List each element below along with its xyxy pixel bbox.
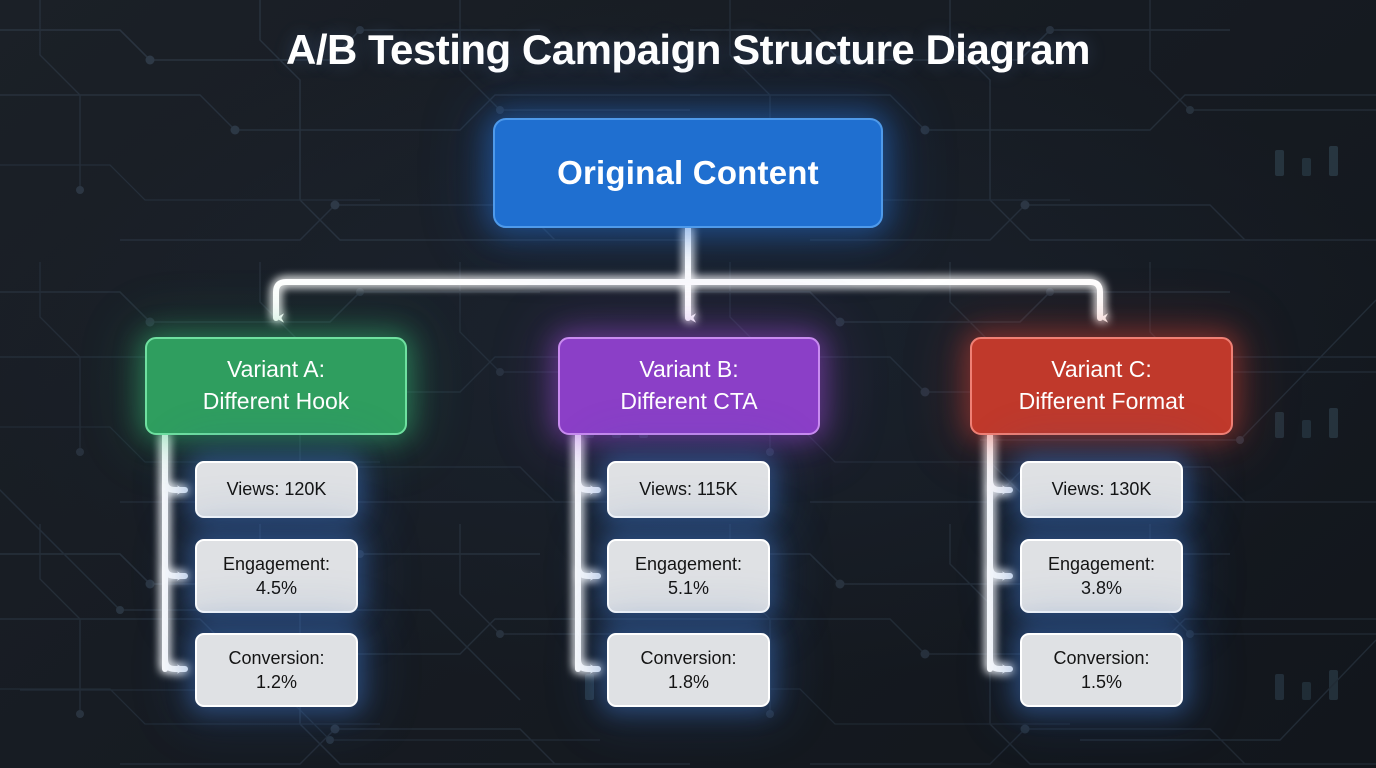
connector-elbow-c3 [987, 656, 1013, 674]
metric-c-conversion-line-1: Conversion: [1053, 647, 1150, 668]
metric-box-b-engagement[interactable]: Engagement: 5.1% [607, 539, 770, 613]
connector-elbow-a1 [162, 477, 188, 495]
metric-a-engagement-text: Engagement: 4.5% [223, 552, 330, 601]
metric-box-b-views[interactable]: Views: 115K [607, 461, 770, 518]
node-variant-c[interactable]: Variant C: Different Format [970, 337, 1233, 435]
variant-a-label-line-2: Different Hook [202, 388, 350, 414]
variant-c-label-line-1: Variant C: [1051, 356, 1152, 383]
metric-b-views-line-1: Views: 115K [639, 479, 738, 500]
metric-c-conversion-text: Conversion: 1.5% [1053, 646, 1149, 695]
metric-b-views-text: Views: 115K [639, 477, 737, 501]
connector-elbow-c1 [987, 477, 1013, 495]
metric-box-a-conversion[interactable]: Conversion: 1.2% [195, 633, 358, 707]
metric-a-engagement-line-2: 4.5% [255, 578, 297, 598]
metric-c-views-line-1: Views: 130K [1051, 479, 1152, 500]
metric-c-engagement-line-1: Engagement: [1047, 553, 1156, 574]
variant-b-label-line-1: Variant B: [639, 356, 739, 383]
metric-box-a-engagement[interactable]: Engagement: 4.5% [195, 539, 358, 613]
metric-a-views-text: Views: 120K [227, 477, 327, 501]
metric-box-b-conversion[interactable]: Conversion: 1.8% [607, 633, 770, 707]
metric-b-engagement-line-1: Engagement: [634, 553, 743, 574]
metric-a-views-line-1: Views: 120K [226, 479, 327, 500]
metric-b-conversion-line-2: 1.8% [667, 672, 709, 692]
metric-b-conversion-text: Conversion: 1.8% [640, 646, 736, 695]
node-variant-a[interactable]: Variant A: Different Hook [145, 337, 407, 435]
variant-a-label: Variant A: Different Hook [203, 354, 350, 417]
metric-b-conversion-line-1: Conversion: [640, 647, 737, 668]
metric-a-conversion-text: Conversion: 1.2% [228, 646, 324, 695]
connector-elbow-a2 [162, 563, 188, 581]
variant-b-label-line-2: Different CTA [620, 388, 758, 414]
metric-box-c-engagement[interactable]: Engagement: 3.8% [1020, 539, 1183, 613]
metric-box-a-views[interactable]: Views: 120K [195, 461, 358, 518]
metric-a-conversion-line-1: Conversion: [228, 647, 325, 668]
connector-elbow-b1 [575, 477, 601, 495]
metric-a-conversion-line-2: 1.2% [255, 672, 297, 692]
metric-box-c-conversion[interactable]: Conversion: 1.5% [1020, 633, 1183, 707]
connector-bus [273, 279, 1103, 303]
node-original-content[interactable]: Original Content [493, 118, 883, 228]
variant-c-label: Variant C: Different Format [1019, 354, 1185, 417]
metric-b-engagement-text: Engagement: 5.1% [635, 552, 742, 601]
metric-c-conversion-line-2: 1.5% [1080, 672, 1122, 692]
variant-c-label-line-2: Different Format [1018, 388, 1185, 414]
metric-b-engagement-line-2: 5.1% [667, 578, 709, 598]
metric-box-c-views[interactable]: Views: 130K [1020, 461, 1183, 518]
variant-b-label: Variant B: Different CTA [620, 354, 757, 417]
metric-c-engagement-text: Engagement: 3.8% [1048, 552, 1155, 601]
variant-a-label-line-1: Variant A: [226, 356, 326, 383]
connector-elbow-b2 [575, 563, 601, 581]
node-variant-b[interactable]: Variant B: Different CTA [558, 337, 820, 435]
connector-elbow-b3 [575, 656, 601, 674]
metric-c-engagement-line-2: 3.8% [1080, 578, 1122, 598]
metric-c-views-text: Views: 130K [1052, 477, 1152, 501]
connector-elbow-c2 [987, 563, 1013, 581]
metric-a-engagement-line-1: Engagement: [222, 553, 331, 574]
page-title: A/B Testing Campaign Structure Diagram [285, 26, 1091, 73]
connector-elbow-a3 [162, 656, 188, 674]
